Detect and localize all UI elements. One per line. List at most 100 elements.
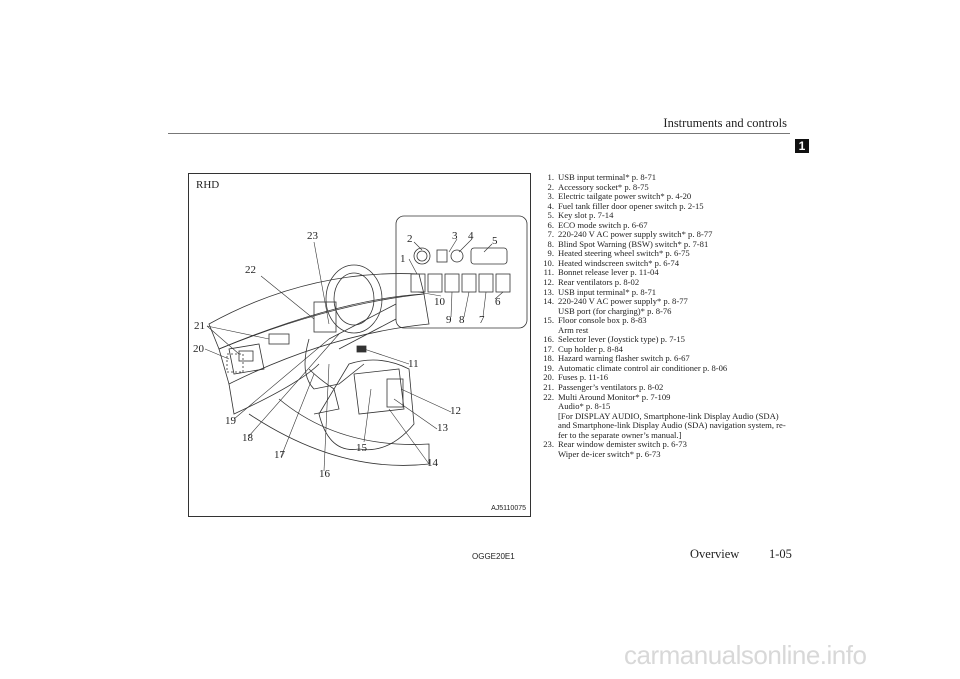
callout-19: 19 — [225, 415, 236, 427]
item-text: USB input terminal* p. 8-71 — [558, 286, 798, 298]
list-item: 16. Selector lever (Joystick type) p. 7-1… — [538, 335, 798, 345]
callout-14: 14 — [427, 457, 438, 469]
callout-4: 4 — [468, 230, 474, 242]
item-text: Heated steering wheel switch* p. 6-75 — [558, 249, 798, 259]
item-line: Selector lever (Joystick type) p. 7-15 — [558, 334, 685, 345]
list-item: 2. Accessory socket* p. 8-75 — [538, 181, 798, 193]
item-number: 18. — [543, 353, 554, 364]
item-text: Passenger’s ventilators p. 8-02 — [558, 382, 798, 393]
item-line: Rear window demister switch p. 6-73 — [558, 439, 687, 450]
callout-13: 13 — [437, 422, 448, 434]
list-item: 10. Heated windscreen switch* p. 6-74 — [538, 257, 798, 269]
list-item: 20.Fuses p. 11-16 — [538, 373, 798, 383]
item-text: Automatic climate control air conditione… — [558, 362, 798, 374]
item-line: USB port (for charging)* p. 8-76 — [558, 305, 672, 316]
list-item: 13. USB input terminal* p. 8-71 — [538, 286, 798, 298]
item-line: Arm rest — [558, 324, 589, 335]
item-line: USB input terminal* p. 8-71 — [558, 172, 657, 182]
item-line: Automatic climate control air conditione… — [558, 362, 728, 373]
callout-17: 17 — [274, 449, 285, 461]
callout-20: 20 — [193, 343, 204, 355]
list-item: 3.Electric tailgate power switch* p. 4-2… — [538, 192, 798, 202]
callout-5: 5 — [492, 235, 498, 247]
item-line: Heated steering wheel switch* p. 6-75 — [558, 248, 690, 259]
item-line: ECO mode switch p. 6-67 — [558, 219, 648, 230]
callout-9: 9 — [446, 314, 452, 326]
item-line: Fuel tank filler door opener switch p. 2… — [558, 200, 704, 211]
item-line: USB input terminal* p. 8-71 — [558, 286, 657, 297]
watermark: carmanualsonline.info — [624, 640, 867, 670]
item-text: Bonnet release lever p. 11-04 — [558, 268, 798, 278]
item-text: USB input terminal* p. 8-71 — [558, 172, 798, 183]
page-number: 1-05 — [769, 547, 792, 561]
item-line: 220-240 V AC power supply* p. 8-77 — [558, 296, 688, 307]
list-item: 6. ECO mode switch p. 6-67 — [538, 219, 798, 231]
item-line: Audio* p. 8-15 — [558, 401, 611, 412]
list-item: 18. Hazard warning flasher switch p. 6-67 — [538, 354, 798, 364]
callout-21: 21 — [194, 320, 205, 332]
item-number: 19. — [543, 362, 554, 373]
item-number: 23. — [543, 439, 554, 450]
item-number: 8. — [547, 238, 554, 249]
item-number: 9. — [547, 248, 554, 259]
dashboard-illustration — [204, 215, 528, 472]
callout-22: 22 — [245, 264, 256, 276]
document-code: OGGE20E1 — [472, 552, 515, 561]
header-rule — [168, 133, 790, 134]
list-item: 8.Blind Spot Warning (BSW) switch* p. 7-… — [538, 238, 798, 250]
item-line: fer to the separate owner’s manual.] — [558, 429, 682, 440]
callout-6: 6 — [495, 296, 501, 308]
item-text: Accessory socket* p. 8-75 — [558, 182, 798, 193]
item-text: Electric tailgate power switch* p. 4-20 — [558, 192, 798, 202]
item-number: 2. — [547, 181, 554, 192]
item-number: 21. — [543, 382, 554, 393]
callout-10: 10 — [434, 296, 445, 308]
callout-8: 8 — [459, 314, 465, 326]
footer-section: Overview — [690, 547, 740, 561]
callout-12: 12 — [450, 405, 461, 417]
item-number: 16. — [543, 334, 554, 345]
item-line: Rear ventilators p. 8-02 — [558, 277, 640, 288]
item-line: Bonnet release lever p. 11-04 — [558, 267, 659, 278]
list-item: 11.Bonnet release lever p. 11-04 — [538, 268, 798, 278]
item-number: 22. — [543, 391, 554, 402]
item-text: Selector lever (Joystick type) p. 7-15 — [558, 335, 798, 345]
item-number: 17. — [543, 343, 554, 354]
item-line: 220-240 V AC power supply switch* p. 8-7… — [558, 229, 713, 240]
list-item: 5. Key slot p. 7-14 — [538, 211, 798, 221]
item-number: 10. — [543, 257, 554, 268]
item-line: and Smartphone-link Display Audio (SDA) … — [558, 420, 786, 431]
item-text: Cup holder p. 8-84 — [558, 343, 798, 355]
item-line: Heated windscreen switch* p. 6-74 — [558, 257, 679, 268]
figure-code: AJ5110075 — [491, 505, 526, 512]
list-item: 17. Cup holder p. 8-84 — [538, 343, 798, 355]
item-line: Hazard warning flasher switch p. 6-67 — [558, 353, 690, 364]
list-item: 1.USB input terminal* p. 8-71 — [538, 172, 798, 183]
list-item: 12. Rear ventilators p. 8-02 — [538, 277, 798, 288]
item-line: [For DISPLAY AUDIO, Smartphone-link Disp… — [558, 410, 779, 421]
list-item: 19. Automatic climate control air conditi… — [538, 362, 798, 374]
chapter-tab: 1 — [795, 139, 809, 153]
callout-2: 2 — [407, 233, 413, 245]
item-line: Multi Around Monitor* p. 7-109 — [558, 391, 671, 402]
item-number: 5. — [547, 210, 554, 221]
item-number: 13. — [543, 286, 554, 297]
item-text: Heated windscreen switch* p. 6-74 — [558, 257, 798, 269]
item-line: Key slot p. 7-14 — [558, 210, 614, 221]
item-line: Passenger’s ventilators p. 8-02 — [558, 382, 664, 393]
item-number: 12. — [543, 277, 554, 288]
item-number: 6. — [547, 219, 554, 230]
item-line: Cup holder p. 8-84 — [558, 343, 623, 354]
callout-7: 7 — [479, 314, 485, 326]
list-item: 7.220-240 V AC power supply switch* p. 8… — [538, 230, 798, 240]
item-line: Fuses p. 11-16 — [558, 372, 609, 383]
list-item: 9. Heated steering wheel switch* p. 6-75 — [538, 249, 798, 259]
item-text: Hazard warning flasher switch p. 6-67 — [558, 354, 798, 364]
